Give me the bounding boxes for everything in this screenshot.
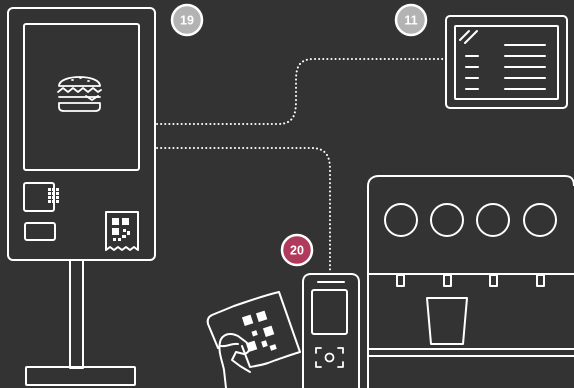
kiosk-stand [70, 260, 83, 368]
dispenser-nozzles [397, 275, 544, 286]
hand [219, 334, 250, 388]
menu-board-frame [446, 16, 567, 108]
drink-dispenser [368, 176, 574, 388]
terminal-screen [312, 290, 347, 334]
self-order-kiosk [8, 8, 155, 385]
badge-payment-terminal-label: 20 [290, 244, 304, 258]
kiosk-base [26, 367, 135, 385]
hand-holding-qr-ticket-icon [208, 292, 300, 388]
badge-menu-board-label: 11 [404, 14, 417, 28]
camera-scan-icon [316, 348, 343, 367]
burger-icon [58, 77, 101, 111]
payment-terminal [303, 274, 359, 388]
dispenser-button[interactable] [477, 204, 509, 236]
keypad-icon [24, 183, 59, 211]
kiosk-to-menu-board-line [157, 59, 446, 124]
ticket-qr-code [242, 311, 277, 352]
dispenser-button[interactable] [431, 204, 463, 236]
badge-menu-board: 11 [396, 5, 426, 35]
cup-icon [427, 298, 467, 344]
badge-payment-terminal: 20 [282, 235, 312, 265]
menu-lines [466, 45, 545, 89]
digital-menu-board [446, 16, 567, 108]
qr-receipt-icon [106, 212, 138, 250]
dispenser-button[interactable] [385, 204, 417, 236]
card-slot [25, 223, 55, 240]
badge-kiosk: 19 [172, 5, 202, 35]
dispenser-button[interactable] [524, 204, 556, 236]
badge-kiosk-label: 19 [180, 14, 194, 28]
